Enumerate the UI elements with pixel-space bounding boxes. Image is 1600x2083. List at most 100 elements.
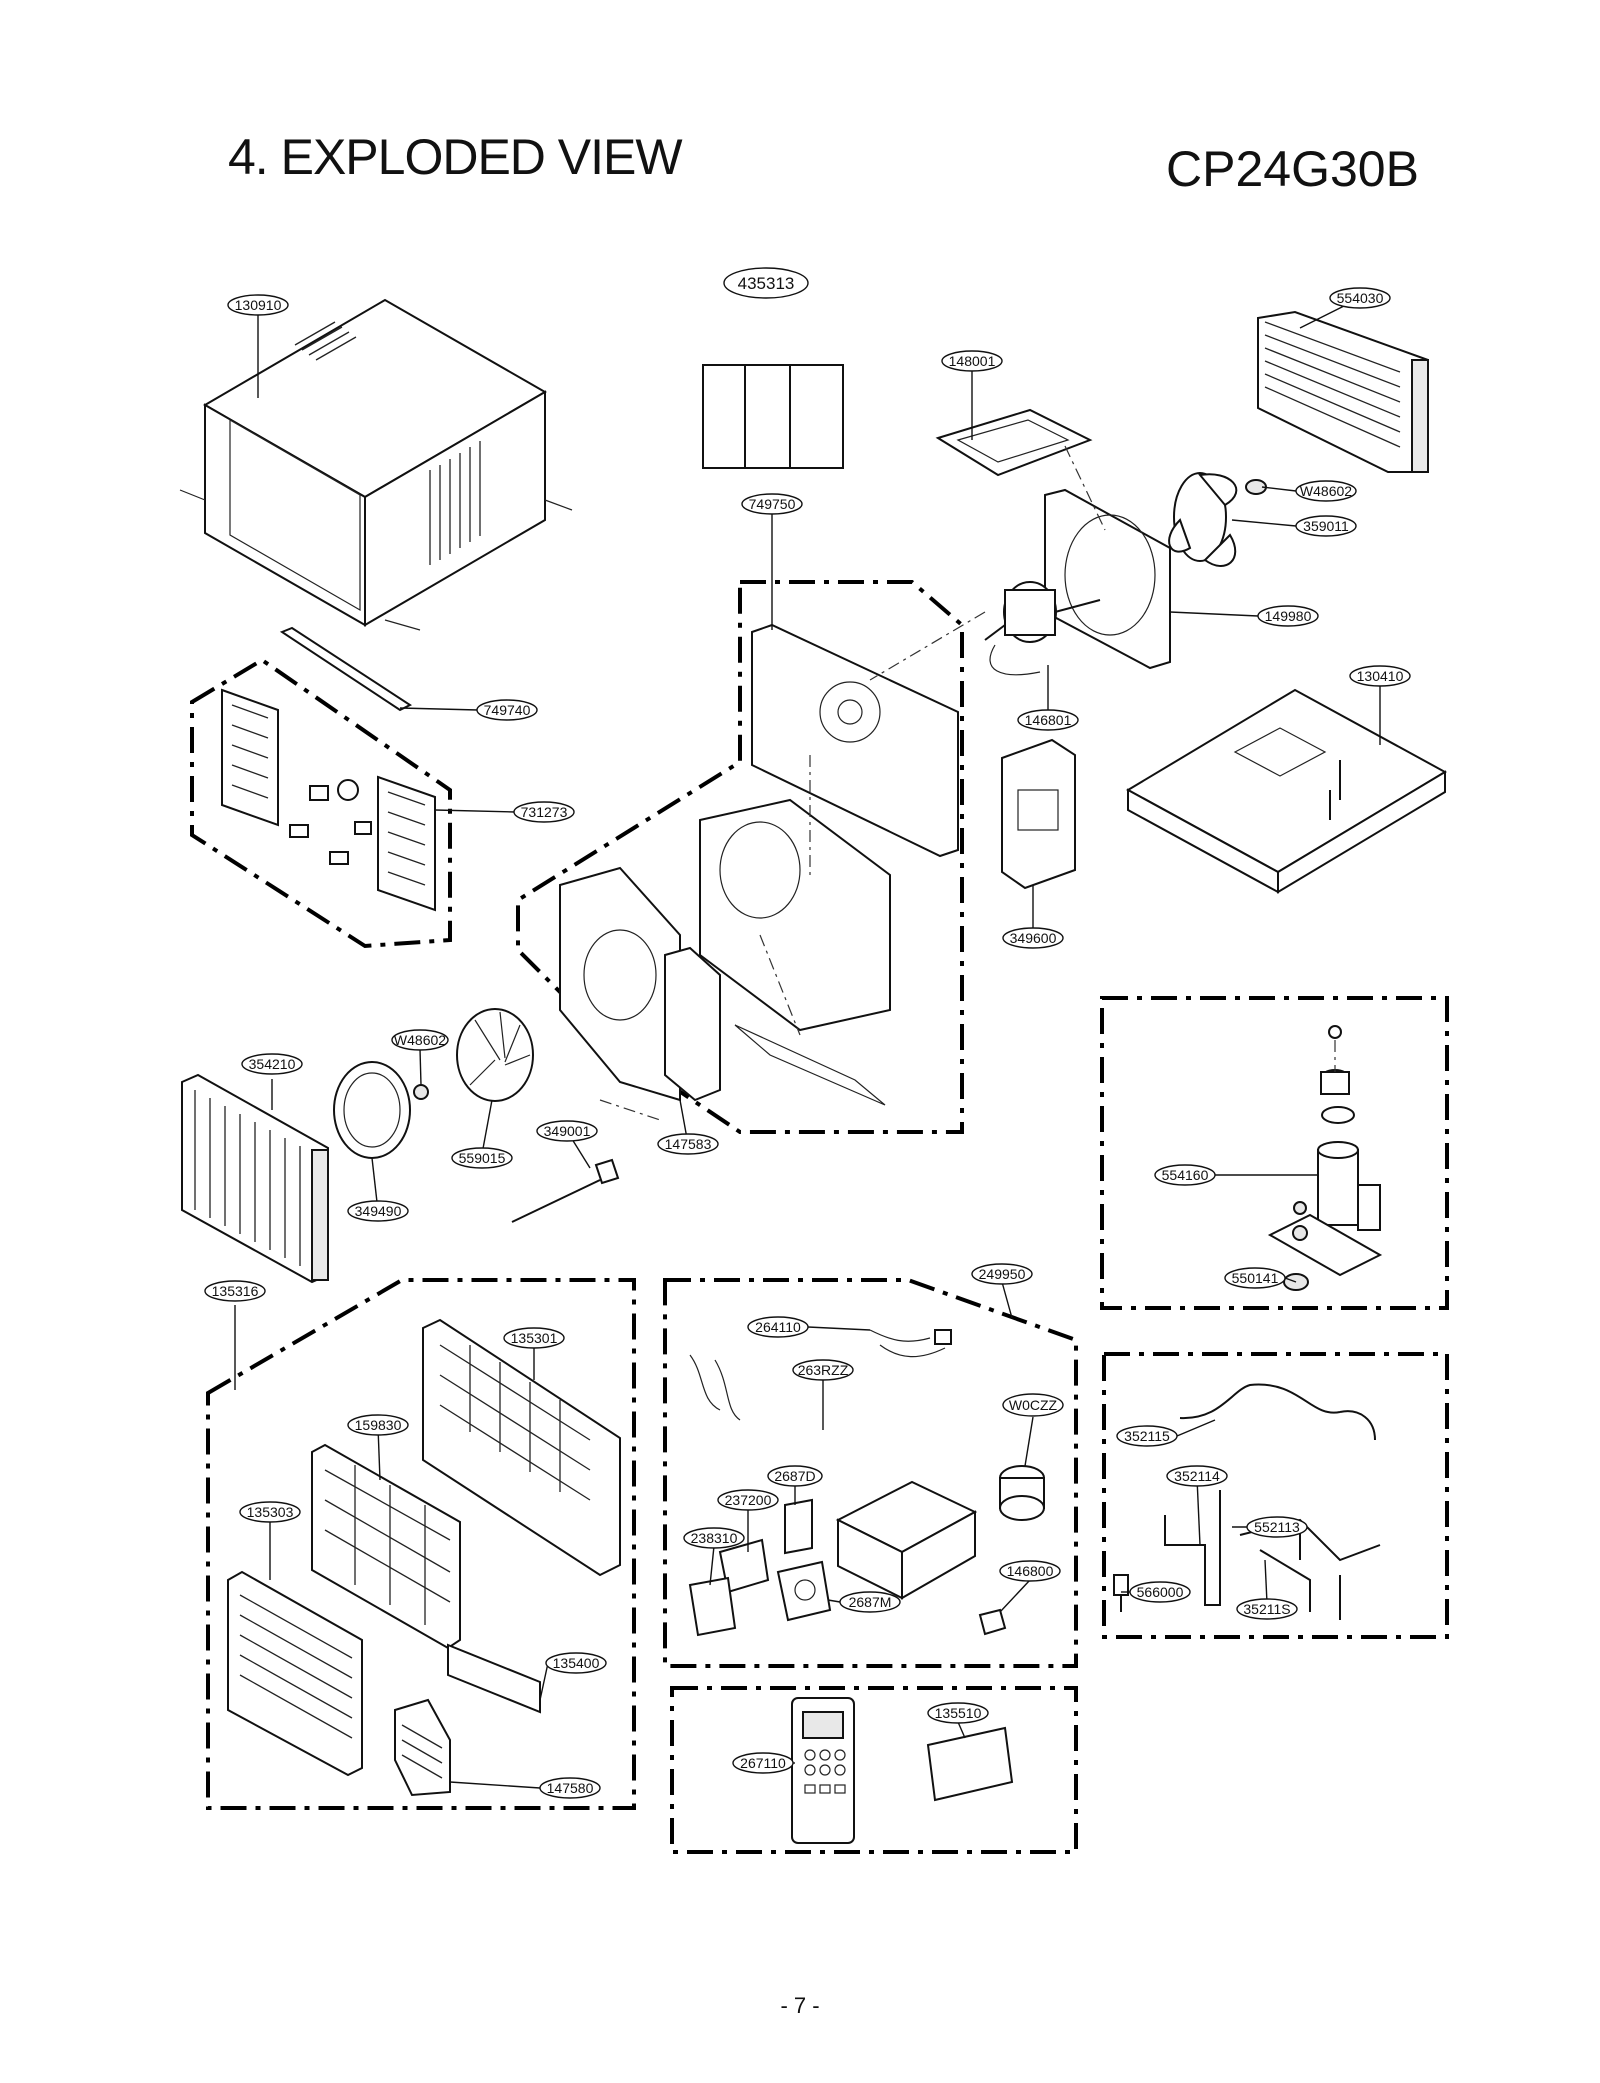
page-title: 4. EXPLODED VIEW [228, 129, 683, 185]
svg-text:135316: 135316 [212, 1283, 259, 1299]
callout-135510: 135510 [927, 1702, 989, 1724]
svg-text:238310: 238310 [691, 1530, 738, 1546]
callout-147583: 147583 [657, 1133, 719, 1155]
group-outline-compressor [1100, 996, 1449, 1310]
callout-249950: 249950 [971, 1263, 1033, 1285]
svg-text:2687M: 2687M [849, 1594, 892, 1610]
display-pcb-part [784, 1498, 813, 1555]
remote-controller-part [791, 1697, 855, 1844]
sensor-holder-part [511, 1158, 620, 1223]
svg-text:554030: 554030 [1337, 290, 1384, 306]
svg-text:146800: 146800 [1007, 1563, 1054, 1579]
svg-text:352114: 352114 [1174, 1468, 1220, 1484]
callout-749740: 749740 [476, 699, 538, 721]
svg-text:359011: 359011 [1303, 518, 1349, 534]
svg-text:135400: 135400 [553, 1655, 600, 1671]
front-frame-part [422, 1318, 621, 1577]
callout-237200: 237200 [717, 1489, 779, 1511]
svg-text:147583: 147583 [665, 1136, 712, 1152]
group-outline-remote [670, 1686, 1078, 1854]
callout-749750: 749750 [741, 493, 803, 515]
svg-text:148001: 148001 [949, 353, 996, 369]
callout-2687d: 2687D [767, 1465, 823, 1487]
callout-35211s: 35211S [1236, 1598, 1298, 1620]
callout-146801: 146801 [1017, 709, 1079, 731]
svg-text:159830: 159830 [355, 1417, 402, 1433]
blower-housing-part [699, 798, 891, 1106]
keypad-part [688, 1576, 737, 1637]
svg-text:435313: 435313 [738, 274, 795, 293]
callout-135301: 135301 [503, 1327, 565, 1349]
evaporator-coil-part [181, 1073, 329, 1284]
svg-text:135303: 135303 [247, 1504, 294, 1520]
svg-text:352115: 352115 [1124, 1428, 1170, 1444]
callout-354210: 354210 [241, 1053, 303, 1075]
svg-text:550141: 550141 [1232, 1270, 1279, 1286]
callout-264110: 264110 [747, 1316, 809, 1338]
blower-wheel-part [413, 1008, 534, 1102]
callout-135400: 135400 [545, 1652, 607, 1674]
wire-harness-part [689, 1329, 952, 1421]
svg-text:W48602: W48602 [1300, 483, 1352, 499]
svg-text:237200: 237200 [725, 1492, 772, 1508]
svg-text:W48602: W48602 [394, 1032, 446, 1048]
page-number: - 7 - [780, 1993, 820, 2018]
callout-267110: 267110 [732, 1752, 794, 1774]
callout-435313: 435313 [723, 267, 809, 299]
callout-559015: 559015 [451, 1147, 513, 1169]
callout-148001: 148001 [941, 350, 1003, 372]
callout-147580: 147580 [539, 1777, 601, 1799]
callout-w48602-condenser: W48602 [1295, 480, 1357, 502]
callout-352115: 352115 [1116, 1425, 1178, 1447]
callout-352114: 352114 [1166, 1465, 1228, 1487]
top-rail-part [279, 626, 413, 712]
callout-130410: 130410 [1349, 665, 1411, 687]
control-bracket-part [1001, 738, 1076, 890]
svg-text:267110: 267110 [740, 1755, 786, 1771]
callout-130910: 130910 [227, 294, 289, 316]
svg-text:135301: 135301 [511, 1330, 558, 1346]
svg-text:566000: 566000 [1137, 1584, 1184, 1600]
callout-w0czz: W0CZZ [1002, 1393, 1064, 1417]
svg-text:264110: 264110 [755, 1319, 801, 1335]
svg-text:354210: 354210 [249, 1056, 296, 1072]
motor-bracket-part [935, 408, 1093, 477]
svg-text:349600: 349600 [1010, 930, 1057, 946]
callout-554160: 554160 [1154, 1164, 1216, 1186]
callout-550141: 550141 [1224, 1267, 1286, 1289]
callout-731273: 731273 [513, 801, 575, 823]
svg-text:35211S: 35211S [1243, 1601, 1290, 1617]
callout-159830: 159830 [347, 1414, 409, 1436]
power-pcb-part [776, 1560, 832, 1622]
remote-holder-part [926, 1726, 1014, 1802]
svg-text:552113: 552113 [1254, 1519, 1300, 1535]
callout-349490: 349490 [347, 1200, 409, 1222]
base-pan-part [1125, 688, 1448, 894]
group-outline-front-panel [206, 1278, 636, 1810]
svg-text:147580: 147580 [547, 1780, 594, 1796]
svg-text:149980: 149980 [1265, 608, 1312, 624]
svg-text:349001: 349001 [544, 1123, 591, 1139]
evaporator-frame-part [559, 866, 721, 1102]
leader-lines [234, 297, 1381, 1789]
condenser-coil-part [1257, 310, 1429, 473]
callout-263rzz: 263RZZ [792, 1359, 854, 1381]
svg-text:135510: 135510 [935, 1705, 982, 1721]
svg-text:146801: 146801 [1025, 712, 1072, 728]
service-valve-part [1113, 1574, 1129, 1612]
group-outline-grille [190, 657, 452, 949]
callout-566000: 566000 [1129, 1581, 1191, 1603]
compressor-part [1267, 1025, 1383, 1277]
front-grille-part [227, 1570, 363, 1777]
control-box-part [835, 1480, 978, 1600]
callout-359011: 359011 [1295, 515, 1357, 537]
callout-552113: 552113 [1246, 1516, 1308, 1538]
svg-text:263RZZ: 263RZZ [798, 1362, 849, 1378]
callout-146800: 146800 [999, 1560, 1061, 1582]
svg-text:249950: 249950 [979, 1266, 1026, 1282]
callout-349001: 349001 [536, 1120, 598, 1142]
discharge-pipe-part [1179, 1383, 1376, 1441]
svg-text:559015: 559015 [459, 1150, 506, 1166]
svg-text:554160: 554160 [1162, 1167, 1209, 1183]
